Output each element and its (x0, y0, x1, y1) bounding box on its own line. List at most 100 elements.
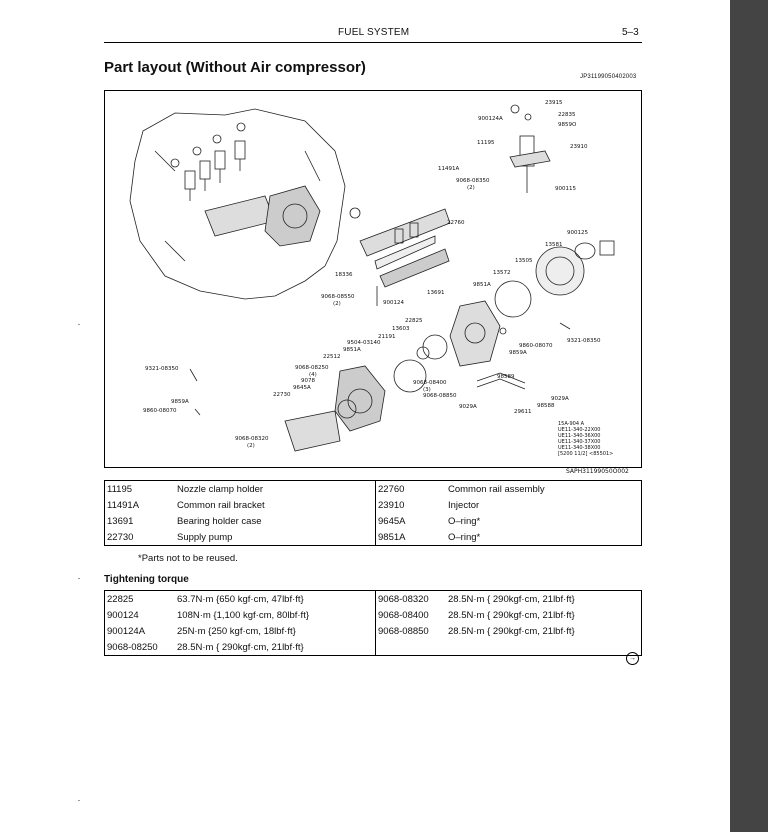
callout-98590: 9859O (558, 122, 577, 128)
margin-mark (78, 324, 80, 325)
callout-11491a: 11491A (438, 166, 460, 172)
table-row: 11491A Common rail bracket 23910 Injecto… (105, 497, 642, 513)
table-row: 13691 Bearing holder case 9645A O–ring* (105, 513, 642, 529)
part-number: 900124A (107, 625, 146, 637)
callout-900124: 900124 (383, 300, 404, 306)
callout-qty-2-c: (2) (247, 443, 255, 449)
part-number: 9068-08250 (107, 641, 158, 653)
margin-mark (78, 800, 80, 801)
next-page-arrow-icon[interactable]: → (626, 652, 639, 665)
callout-13581: 13581 (545, 242, 563, 248)
part-number: 9851A (375, 529, 446, 546)
callout-9860-08070-right: 9860-08070 (519, 343, 553, 349)
part-number: 13691 (107, 515, 134, 527)
callout-22760: 22760 (447, 220, 465, 226)
callout-13603: 13603 (392, 326, 410, 332)
part-name: O–ring* (448, 531, 481, 543)
part-name: Supply pump (177, 531, 233, 543)
part-number: 11491A (107, 499, 140, 511)
callout-21191: 21191 (378, 334, 396, 340)
header-rule (104, 42, 642, 43)
callout-11195: 11195 (477, 140, 495, 146)
callout-qty-3: (3) (423, 387, 431, 393)
rail-bracket-shape (359, 208, 451, 257)
page-title: Part layout (Without Air compressor) (104, 59, 366, 76)
model-notes: 15A-904 A UE11-340-22X00 UE11-340-36X00 … (558, 421, 614, 457)
document-code: JP31199050402003 (580, 74, 637, 80)
parts-note: *Parts not to be reused. (138, 553, 238, 564)
viewer-sidebar (730, 0, 768, 832)
callout-900115: 900115 (555, 186, 576, 192)
callout-23910: 23910 (570, 144, 588, 150)
figure-code: SAPH31199050O002 (566, 468, 629, 475)
table-row: 11195 Nozzle clamp holder 22760 Common r… (105, 480, 642, 497)
callout-22835: 22835 (558, 112, 576, 118)
part-number: 22760 (375, 480, 446, 497)
table-row: 9068-08250 28.5N·m { 290kgf·cm, 21lbf·ft… (105, 639, 642, 656)
torque-table: 22825 63.7N·m {650 kgf·cm, 47lbf·ft} 906… (104, 590, 642, 656)
part-number: 9068-08320 (375, 590, 446, 607)
part-number (375, 639, 446, 656)
part-name: Injector (448, 499, 480, 511)
callout-9321-08350-right: 9321-08350 (567, 338, 601, 344)
callout-9851a-lower: 9851A (343, 347, 361, 353)
engine-outline (129, 108, 346, 300)
callout-9068-08550: 9068-08550 (321, 294, 355, 300)
callout-qty-4: (4) (309, 372, 317, 378)
callout-9645a: 9645A (293, 385, 311, 391)
part-number: 22730 (107, 531, 134, 543)
callout-9860-08070-left: 9860-08070 (143, 408, 177, 414)
callout-900124a: 900124A (478, 116, 503, 122)
callout-13505: 13505 (515, 258, 533, 264)
callout-9859a-right: 9859A (509, 350, 527, 356)
part-number: 11195 (107, 483, 133, 495)
part-name: Common rail bracket (177, 499, 265, 511)
callout-9029a-left: 9029A (459, 404, 477, 410)
torque-value: 63.7N·m {650 kgf·cm, 47lbf·ft} (177, 593, 304, 605)
callout-98589: 98589 (497, 374, 515, 380)
callout-qty-2-b: (2) (333, 301, 341, 307)
part-number: 9645A (375, 513, 446, 529)
callout-9068-08400: 9068-08400 (413, 380, 447, 386)
part-number: 900124 (107, 609, 139, 621)
callout-9078: 9078 (301, 378, 315, 384)
callout-9068-08320: 9068-08320 (235, 436, 269, 442)
callout-900125: 900125 (567, 230, 588, 236)
table-row: 22730 Supply pump 9851A O–ring* (105, 529, 642, 546)
margin-mark (78, 578, 80, 579)
supply-pump-shape (334, 365, 386, 432)
exploded-diagram (129, 104, 615, 452)
callout-qty-2-a: (2) (467, 185, 475, 191)
callout-22730: 22730 (273, 392, 291, 398)
callout-9504-03140: 9504-03140 (347, 340, 381, 346)
part-layout-figure: 23915 22835 9859O 900124A 11195 23910 90… (104, 90, 642, 468)
callout-98588: 98588 (537, 403, 555, 409)
torque-title: Tightening torque (104, 574, 189, 585)
torque-value: 25N·m {250 kgf·cm, 18lbf·ft} (177, 625, 296, 637)
callout-9859a-left: 9859A (171, 399, 189, 405)
part-number: 9068-08850 (375, 623, 446, 639)
callout-23915: 23915 (545, 100, 563, 106)
callout-13572: 13572 (493, 270, 511, 276)
callout-9851a-upper: 9851A (473, 282, 491, 288)
part-number: 9068-08400 (375, 607, 446, 623)
callout-9321-08350-left: 9321-08350 (145, 366, 179, 372)
callout-18336: 18336 (335, 272, 353, 278)
callout-29611: 29611 (514, 409, 532, 415)
callout-9068-08250: 9068-08250 (295, 365, 329, 371)
torque-value: 28.5N·m { 290kgf·cm, 21lbf·ft} (448, 593, 575, 605)
page-number: 5–3 (622, 27, 639, 38)
callout-9068-08350: 9068-08350 (456, 178, 490, 184)
part-name: Common rail assembly (448, 483, 545, 495)
torque-value: 108N·m {1,100 kgf·cm, 80lbf·ft} (177, 609, 310, 621)
callout-22825: 22825 (405, 318, 423, 324)
table-row: 22825 63.7N·m {650 kgf·cm, 47lbf·ft} 906… (105, 590, 642, 607)
part-name: Bearing holder case (177, 515, 262, 527)
manual-page: FUEL SYSTEM 5–3 Part layout (Without Air… (0, 0, 730, 832)
callout-22512: 22512 (323, 354, 341, 360)
section-header: FUEL SYSTEM (338, 27, 410, 38)
gear-shape (535, 246, 585, 296)
callout-13691: 13691 (427, 290, 445, 296)
torque-value (446, 639, 642, 656)
part-name: Nozzle clamp holder (177, 483, 264, 495)
